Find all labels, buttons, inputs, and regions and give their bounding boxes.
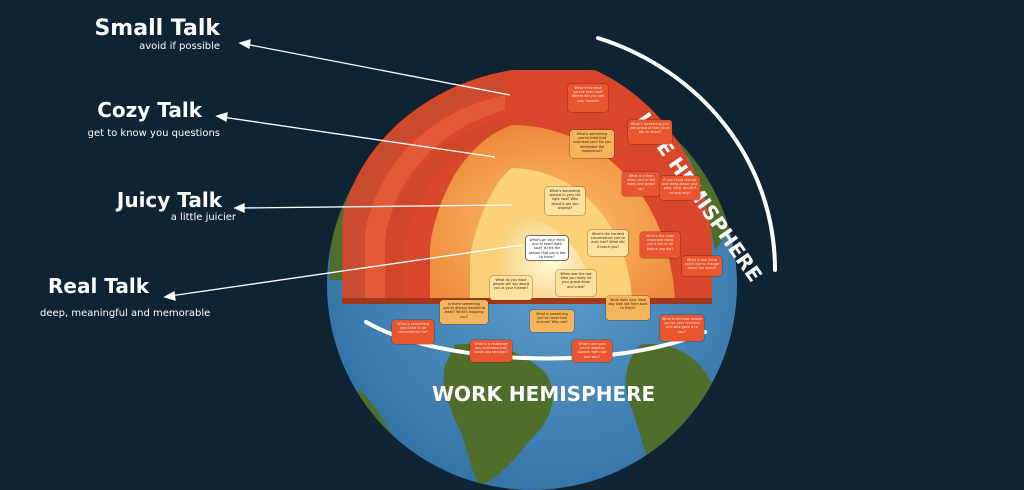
pointer-small-talk <box>244 43 511 96</box>
arrowhead-juicy-talk <box>233 202 245 214</box>
real-talk-title: Real Talk <box>48 274 149 298</box>
question-card: What is the best advice you've ever rece… <box>660 315 704 341</box>
pointer-lines <box>163 39 523 301</box>
question-card: What's something special in your life ri… <box>545 187 585 215</box>
question-card: What's the hardest conversation you've e… <box>588 230 628 256</box>
question-card: What's on your mind and in heart right n… <box>526 236 568 260</box>
pointer-real-talk <box>169 244 523 297</box>
small-talk-subtitle: avoid if possible <box>139 41 220 52</box>
question-card: What's one goal you're working toward ri… <box>572 340 612 362</box>
question-card: What is one thing you'd like to change a… <box>682 256 722 276</box>
question-card: What is a time when you've felt ready an… <box>622 172 660 196</box>
question-card: What's the best you've ever had? Where d… <box>568 84 608 112</box>
label-small-talk: Small Talk avoid if possible <box>60 16 220 52</box>
work-hemisphere-label: WORK HEMISPHERE <box>432 382 656 406</box>
label-real-talk: Real Talk deep, meaningful and memorable <box>30 274 210 319</box>
question-card: If you could change one thing about your… <box>660 176 700 200</box>
layer-crust-band-2 <box>365 95 505 300</box>
question-card: What's the most important thing you'd li… <box>640 232 680 258</box>
question-card: What is something you'd like to be remem… <box>392 320 434 344</box>
wedge-floor <box>342 298 712 304</box>
question-card: When was the last time you really let yo… <box>556 270 596 296</box>
question-card: What do you hope people will say about y… <box>490 276 532 300</box>
globe <box>327 70 737 490</box>
cozy-talk-subtitle: get to know you questions <box>87 128 220 139</box>
cozy-talk-title: Cozy Talk <box>97 98 202 122</box>
continent-south-america <box>443 343 553 486</box>
real-talk-subtitle: deep, meaningful and memorable <box>40 308 211 319</box>
arrowhead-small-talk <box>238 39 251 50</box>
question-card: Is there something you've always wanted … <box>440 300 488 324</box>
life-hemisphere-arc <box>596 36 777 272</box>
layer-crust-band-1 <box>342 78 505 300</box>
label-juicy-talk: Juicy Talk a little juicier <box>60 188 236 223</box>
question-card: What is a challenge you overcame that ma… <box>470 340 512 362</box>
question-card: What's something you are proud of that y… <box>628 120 672 144</box>
question-card: What's something you've tried that surpr… <box>570 130 614 158</box>
arrowhead-real-talk <box>163 290 176 301</box>
question-card: What does your ideal day look like from … <box>606 296 650 320</box>
small-talk-title: Small Talk <box>94 16 220 41</box>
pointer-juicy-talk <box>239 204 513 209</box>
juicy-talk-title: Juicy Talk <box>116 188 222 212</box>
label-cozy-talk: Cozy Talk get to know you questions <box>60 98 220 139</box>
question-card: What is something you've never told anyo… <box>530 310 574 332</box>
arrowhead-cozy-talk <box>215 112 228 123</box>
pointer-cozy-talk <box>221 116 496 158</box>
layer-crust-band-3 <box>385 118 505 300</box>
juicy-talk-subtitle: a little juicier <box>170 212 236 223</box>
